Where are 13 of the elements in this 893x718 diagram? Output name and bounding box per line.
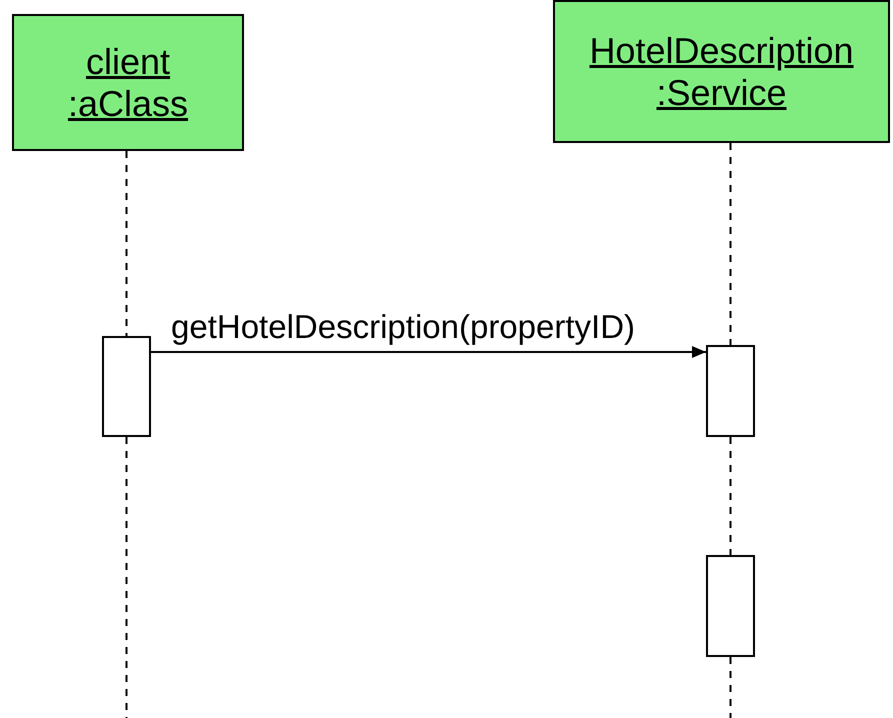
lifeline	[730, 437, 732, 555]
lifeline	[730, 657, 732, 718]
object-name: HotelDescription :Service	[588, 30, 855, 113]
lifeline	[126, 151, 128, 336]
message-arrow	[151, 346, 706, 358]
activation-bar	[706, 345, 755, 437]
lifeline	[730, 143, 732, 345]
activation-bar	[706, 555, 755, 657]
object-box	[12, 14, 244, 151]
activation-bar	[102, 336, 151, 437]
object-name: client :aClass	[66, 41, 190, 124]
lifeline	[126, 437, 128, 718]
object-box	[553, 0, 890, 143]
